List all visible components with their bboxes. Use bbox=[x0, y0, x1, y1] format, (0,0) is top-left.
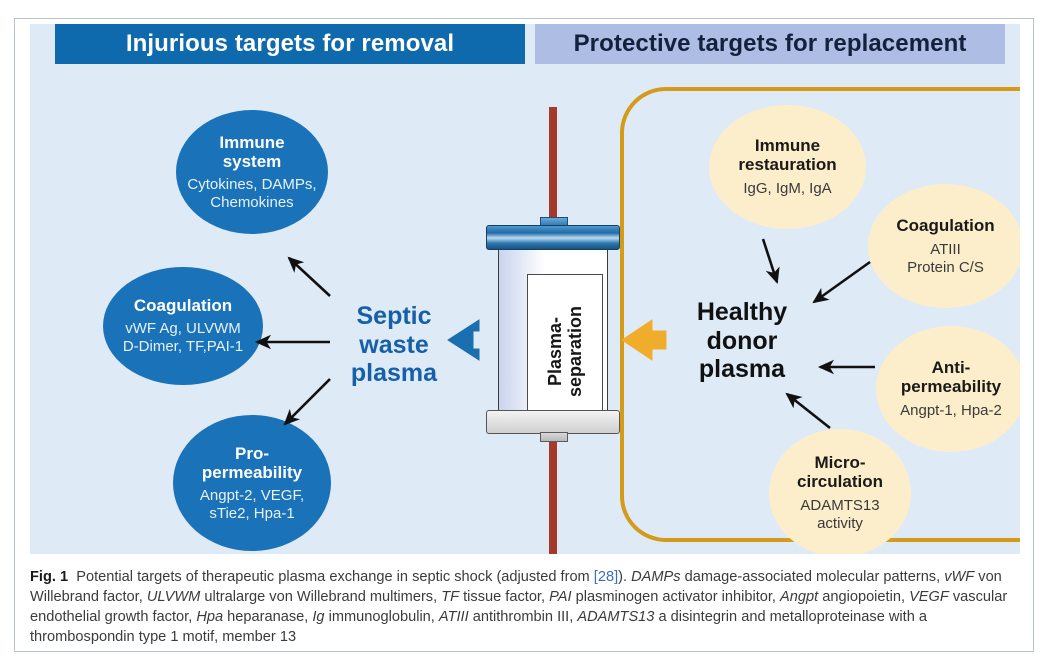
caption-lead: Potential targets of therapeutic plasma … bbox=[76, 569, 594, 585]
caption-after-ref: ). bbox=[618, 569, 632, 585]
caption-abbr-term: VEGF bbox=[909, 589, 949, 606]
tube-inlet bbox=[549, 107, 557, 219]
bubble-pro-permeability: Pro-permeability Angpt-2, VEGF,sTie2, Hp… bbox=[173, 415, 331, 551]
figure-caption: Fig. 1 Potential targets of therapeutic … bbox=[30, 567, 1030, 648]
arrow-blue-waste-out bbox=[447, 319, 480, 361]
arrow-to-pro-permeability bbox=[283, 378, 331, 426]
caption-abbr-definition: antithrombin III, bbox=[468, 609, 578, 626]
caption-abbr-term: ULVWM bbox=[146, 589, 201, 606]
caption-abbr-term: DAMPs bbox=[631, 569, 681, 585]
plasma-separation-device: Plasma-separation bbox=[485, 217, 621, 442]
caption-abbr-definition: immunoglobulin, bbox=[324, 609, 439, 626]
caption-abbr-term: ADAMTS13 bbox=[577, 609, 655, 626]
caption-abbr-term: ATIII bbox=[438, 609, 469, 626]
arrow-to-immune-system bbox=[287, 256, 331, 297]
caption-abbr-definition: tissue factor, bbox=[459, 589, 550, 606]
caption-abbr-definition: plasminogen activator inhibitor, bbox=[571, 589, 781, 606]
bubble-title: Micro-circulation bbox=[797, 453, 883, 492]
arrow-orange-donor-in bbox=[621, 319, 667, 361]
caption-abbr-definition: ultralarge von Willebrand multimers, bbox=[200, 589, 442, 606]
caption-abbr-term: TF bbox=[441, 589, 460, 606]
bubble-subtitle: Angpt-2, VEGF,sTie2, Hpa-1 bbox=[199, 486, 305, 522]
bubble-title: Coagulation bbox=[896, 215, 995, 235]
banner-injurious-targets: Injurious targets for removal bbox=[55, 24, 525, 64]
caption-abbr-definition: vascular endothelial growth factor, bbox=[30, 589, 1008, 626]
bubble-subtitle: Cytokines, DAMPs,Chemokines bbox=[187, 175, 317, 211]
bubble-title: Anti-permeability bbox=[900, 358, 1002, 397]
arrow-from-micro-circulation bbox=[785, 392, 831, 430]
caption-abbr-definition: angiopoietin, bbox=[818, 589, 910, 606]
bubble-title: Pro-permeability bbox=[201, 443, 303, 482]
bubble-anti-permeability: Anti-permeability Angpt-1, Hpa-2 bbox=[876, 326, 1020, 452]
caption-abbr-definition: damage-associated molecular patterns, bbox=[680, 569, 945, 585]
caption-abbr-term: PAI bbox=[549, 589, 572, 606]
caption-reference-link[interactable]: [28] bbox=[593, 569, 619, 585]
device-cap-top bbox=[486, 225, 620, 250]
caption-abbr-term: Hpa bbox=[196, 609, 224, 626]
arrow-from-immune-restauration bbox=[761, 238, 780, 284]
caption-abbr-definition: a disintegrin and metalloproteinase with… bbox=[30, 609, 927, 646]
arrow-from-coagulation-protective bbox=[812, 260, 871, 304]
arrow-group-protective bbox=[761, 238, 875, 430]
bubble-subtitle: Angpt-1, Hpa-2 bbox=[900, 402, 1002, 420]
device-neck-bottom bbox=[540, 432, 568, 442]
caption-abbreviation-list: DAMPs damage-associated molecular patter… bbox=[30, 569, 1007, 645]
caption-abbr-term: Angpt bbox=[780, 589, 819, 606]
arrow-layer bbox=[254, 238, 875, 430]
figure-frame: Injurious targets for removal Protective… bbox=[14, 18, 1034, 652]
tube-outlet bbox=[549, 440, 557, 554]
caption-abbr-term: Ig bbox=[312, 609, 325, 626]
caption-abbr-definition: von Willebrand factor, bbox=[30, 569, 1002, 606]
device-body: Plasma-separation bbox=[498, 239, 608, 429]
banner-protective-targets: Protective targets for replacement bbox=[535, 24, 1005, 64]
bubble-title: Coagulation bbox=[133, 296, 233, 316]
bubble-subtitle: IgG, IgM, IgA bbox=[743, 180, 832, 198]
caption-label: Fig. 1 bbox=[30, 569, 69, 585]
device-cap-bottom bbox=[486, 410, 620, 434]
device-membrane-chamber: Plasma-separation bbox=[527, 274, 603, 429]
caption-abbr-definition: heparanase, bbox=[223, 609, 313, 626]
diagram-panel: Injurious targets for removal Protective… bbox=[30, 24, 1020, 554]
arrow-group-injurious bbox=[254, 256, 331, 426]
caption-abbr-term: vWF bbox=[944, 569, 975, 585]
